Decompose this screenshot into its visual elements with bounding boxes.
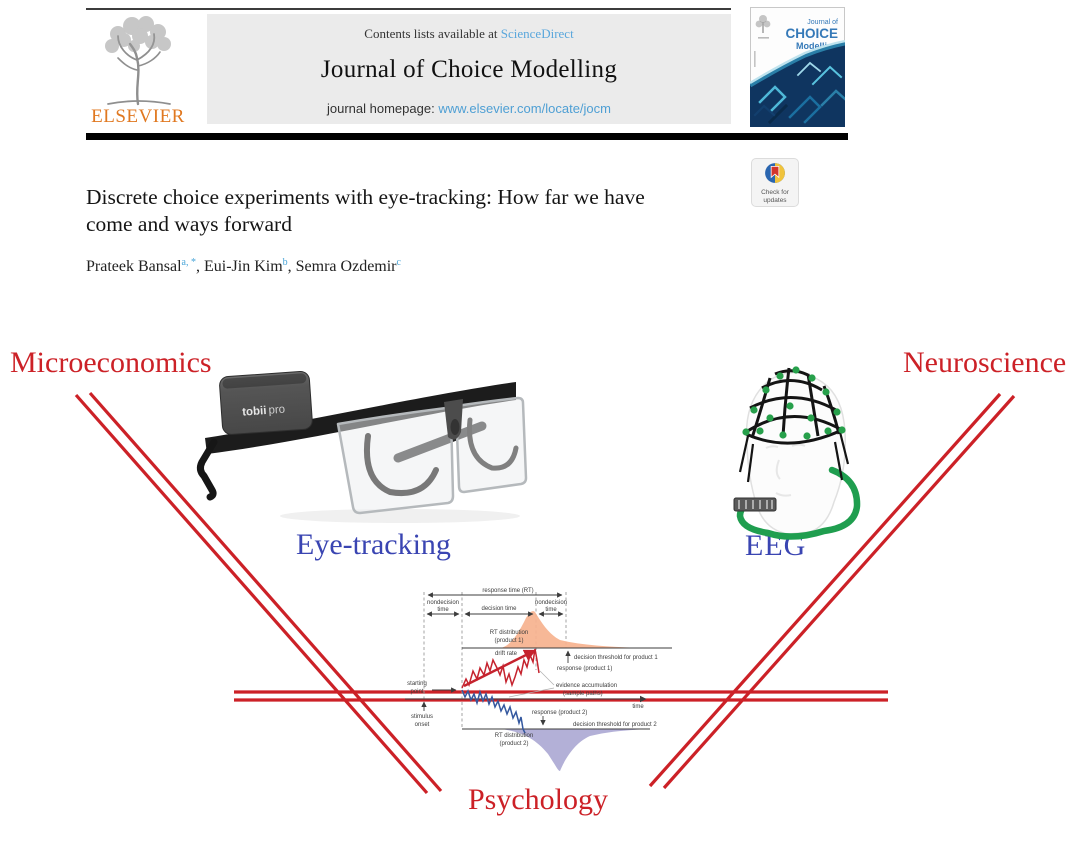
cover-mini-tree-icon <box>754 15 771 67</box>
glasses-right-lens <box>454 396 528 494</box>
glasses-left-temple <box>196 438 218 501</box>
edge-right-line2 <box>662 394 1016 790</box>
eye-tracking-glasses-image: tobii pro <box>196 370 528 523</box>
author-line: Prateek Bansala, *, Eui-Jin Kimb, Semra … <box>86 257 401 276</box>
author-affiliation-sup[interactable]: b <box>282 257 288 268</box>
author-separator: , <box>195 258 204 275</box>
header-divider-bar <box>86 133 848 140</box>
cover-title: Journal of CHOICE Modelling <box>785 19 838 51</box>
glasses-brand-bold: tobii <box>242 405 267 419</box>
crossmark-icon <box>765 163 785 183</box>
article-title-line1: Discrete choice experiments with eye-tra… <box>86 185 645 209</box>
journal-cover-thumbnail[interactable]: Journal of CHOICE Modelling <box>748 7 846 127</box>
ddm-nondecision-left-label: nondecision <box>427 600 459 606</box>
ddm-rtdist2-label2: (product 2) <box>499 741 528 747</box>
ddm-response2-label: response (product 2) <box>532 710 587 716</box>
author-name[interactable]: Eui-Jin Kim <box>203 258 283 275</box>
homepage-url-link[interactable]: www.elsevier.com/locate/jocm <box>438 101 611 116</box>
ddm-nondecision-right-label: nondecision <box>535 600 567 606</box>
ddm-threshold1-label: decision threshold for product 1 <box>574 655 658 661</box>
author-name[interactable]: Semra Ozdemir <box>295 258 397 275</box>
glasses-camera-box: tobii pro <box>219 370 313 435</box>
ddm-stimulus-onset-label2: onset <box>415 722 430 728</box>
glasses-left-inner-rim <box>364 433 439 496</box>
edge-left-line1 <box>74 393 429 795</box>
ddm-nondecision-right-label2: time <box>545 607 557 613</box>
check-for-updates-badge[interactable]: Check for updates <box>751 158 799 207</box>
ddm-decision-time-label: decision time <box>481 606 517 612</box>
ddm-starting-point-label: starting <box>407 681 427 687</box>
edge-right-line1 <box>648 392 1002 788</box>
ddm-nondecision-left-label2: time <box>437 607 449 613</box>
ddm-evidence-label2: (sample paths) <box>563 691 603 697</box>
ddm-time-label: time <box>632 704 644 710</box>
elsevier-wordmark: ELSEVIER <box>91 106 185 127</box>
check-updates-label-1: Check for <box>761 189 789 196</box>
journal-header-box: Contents lists available at ScienceDirec… <box>207 14 731 124</box>
contents-prefix: Contents lists available at <box>364 26 501 41</box>
ddm-response1-label: response (product 1) <box>557 666 612 672</box>
glasses-left-lens <box>336 406 455 515</box>
author-name[interactable]: Prateek Bansal <box>86 258 182 275</box>
ddm-figure: response time (RT) nondecision time deci… <box>405 588 672 771</box>
cover-title-line3: Modelling <box>796 41 838 51</box>
ddm-measure-arrows <box>421 592 571 726</box>
journal-title: Journal of Choice Modelling <box>320 56 618 83</box>
glasses-right-inner-rim <box>466 417 519 471</box>
edge-left-line2 <box>88 391 443 793</box>
eeg-cable <box>736 466 861 540</box>
graphical-abstract: tobii pro <box>74 366 1016 795</box>
cover-title-line1: Journal of <box>807 19 838 26</box>
cover-maze-art <box>748 39 846 127</box>
homepage-prefix: journal homepage: <box>327 101 439 116</box>
author-affiliation-sup[interactable]: a, * <box>181 257 196 268</box>
homepage-line: journal homepage: www.elsevier.com/locat… <box>207 101 731 116</box>
ddm-rtdist1-label: RT distribution <box>490 630 528 636</box>
ddm-starting-point-label2: point <box>410 689 423 695</box>
eeg-cap-image <box>733 366 861 540</box>
ddm-stimulus-onset-label: stimulus <box>411 714 433 720</box>
ddm-response-time-label: response time (RT) <box>482 588 533 594</box>
eeg-connector <box>733 497 777 512</box>
elsevier-tree-icon <box>105 16 171 106</box>
header-top-rule <box>86 8 731 10</box>
corner-label-neuroscience: Neuroscience <box>903 346 1067 379</box>
ddm-drift-rate-label: drift rate <box>495 651 518 657</box>
triangle-edges <box>74 391 1016 795</box>
evidence-pointer-lines <box>508 670 555 698</box>
glasses-head-band <box>205 382 516 454</box>
glasses-brand-light: pro <box>268 404 285 417</box>
item-label-eye-tracking: Eye-tracking <box>296 528 451 561</box>
article-title-line2: come and ways forward <box>86 212 292 236</box>
eeg-electrodes <box>742 366 846 440</box>
check-updates-label-2: updates <box>763 196 787 204</box>
ddm-threshold2-label: decision threshold for product 2 <box>573 722 657 728</box>
author-affiliation-sup[interactable]: c <box>396 257 401 268</box>
evidence-path-product2 <box>461 689 526 734</box>
glasses-shadow <box>280 509 520 523</box>
article-title: Discrete choice experiments with eye-tra… <box>86 184 746 238</box>
corner-label-microeconomics: Microeconomics <box>10 346 212 379</box>
drift-rate-arrow <box>463 649 537 688</box>
cover-title-line2: CHOICE <box>785 26 838 41</box>
rt-distribution-product1 <box>500 611 645 648</box>
ddm-evidence-label: evidence accumulation <box>556 683 617 689</box>
mannequin-face-lines <box>765 443 806 497</box>
sciencedirect-link[interactable]: ScienceDirect <box>500 26 574 41</box>
elsevier-logo: ELSEVIER <box>86 12 190 128</box>
contents-line: Contents lists available at ScienceDirec… <box>207 26 731 42</box>
glasses-bridge-camera <box>450 419 460 435</box>
ddm-rtdist2-label: RT distribution <box>495 733 533 739</box>
rt-distribution-product2 <box>500 729 648 771</box>
corner-label-psychology: Psychology <box>468 783 609 816</box>
ddm-rtdist1-label2: (product 1) <box>494 638 523 644</box>
author-separator: , <box>287 258 296 275</box>
